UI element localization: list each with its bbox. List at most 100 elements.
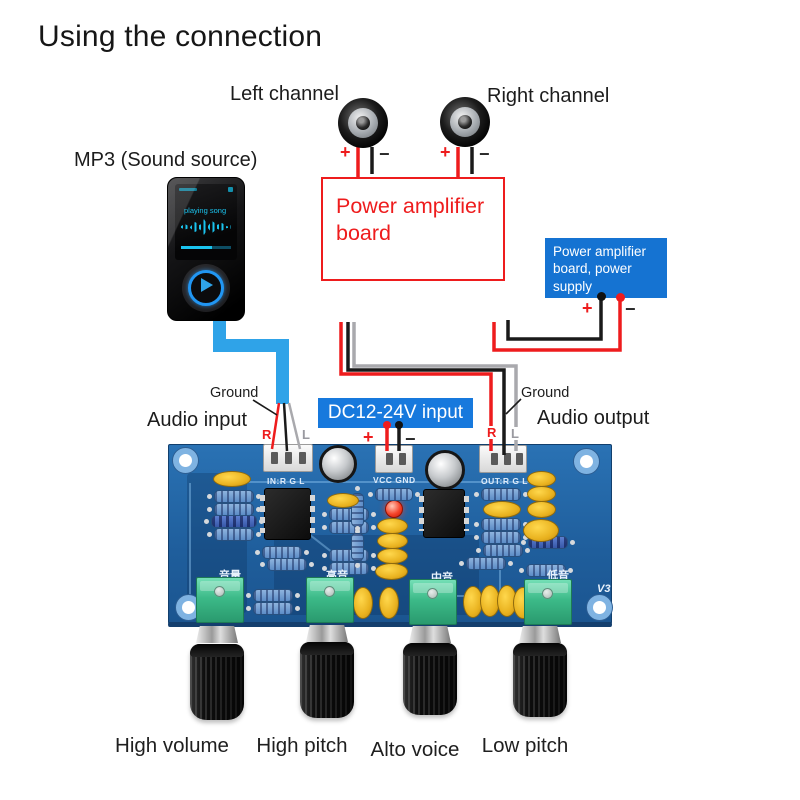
mounting-hole (173, 448, 198, 473)
audio-in-ground-wire (282, 402, 289, 452)
mounting-hole (574, 449, 599, 474)
mid-pot (409, 579, 457, 625)
power-supply-box: Power amplifier board, power supply (545, 238, 667, 298)
resistor (260, 558, 314, 571)
dc-minus-terminal (395, 421, 403, 429)
resistor (207, 528, 261, 541)
left-speaker-icon (338, 98, 388, 148)
film-capacitor (483, 501, 521, 518)
dc-plus-label: + (363, 427, 374, 447)
low-pitch-knob (513, 643, 567, 717)
audio-out-right-wire (339, 322, 493, 451)
pin-slot (299, 452, 306, 464)
pin-slot (399, 453, 406, 465)
right-speaker-minus-label: − (479, 144, 490, 164)
waveform-icon (181, 219, 231, 235)
film-capacitor (327, 493, 359, 508)
power-amplifier-board-box: Power amplifier board (321, 177, 505, 281)
psu-plus-terminal (597, 292, 606, 301)
resistor (351, 526, 364, 568)
psu-black-wire (506, 296, 603, 341)
resistor (476, 544, 530, 557)
film-capacitor (527, 501, 556, 518)
board-version: V3 (597, 583, 611, 595)
mp3-statusbar (179, 188, 197, 191)
pcb-trace (189, 483, 191, 605)
film-capacitor (379, 587, 399, 619)
resistor (322, 549, 376, 562)
pin-slot (504, 453, 511, 465)
electrolytic-capacitor (319, 445, 357, 483)
left-speaker-plus-label: + (340, 142, 351, 162)
bass-pot (524, 579, 572, 625)
dc-minus-label: − (405, 429, 416, 449)
knob-nut (519, 626, 561, 643)
knob-nut (306, 625, 348, 642)
resistor (322, 521, 376, 534)
psu-minus-terminal (616, 293, 625, 302)
mp3-screen: playing song (175, 184, 237, 260)
power-connector (375, 445, 413, 473)
alto-voice-knob (403, 643, 457, 715)
resistor (246, 589, 300, 602)
pin-slot (386, 453, 393, 465)
battery-icon (228, 187, 233, 192)
resistor (368, 488, 420, 501)
mp3-audio-cable (213, 312, 289, 404)
audio-out-left-wire (352, 322, 518, 451)
audio-in-right-wire (270, 402, 281, 450)
knob-nut (196, 626, 238, 643)
pin-slot (271, 452, 278, 464)
resistor (474, 531, 528, 544)
film-capacitor (213, 471, 251, 487)
psu-red-wire (492, 296, 622, 352)
page-title: Using the connection (38, 20, 323, 53)
output-r-label: R (486, 425, 498, 440)
right-channel-label: Right channel (487, 85, 610, 107)
mp3-caption: MP3 (Sound source) (74, 149, 258, 171)
pin-slot (491, 453, 498, 465)
right-speaker-icon (440, 97, 490, 147)
high-pitch-caption: High pitch (256, 734, 348, 757)
silk-in: IN:R G L (267, 476, 305, 486)
ground-label-left: Ground (210, 385, 259, 401)
left-channel-label: Left channel (230, 83, 339, 105)
resistor (519, 564, 573, 577)
mounting-hole (587, 595, 612, 620)
pin-slot (516, 453, 523, 465)
knob-nut (409, 626, 451, 643)
mp3-progress-bar (181, 246, 231, 249)
treble-pot (306, 577, 354, 623)
low-pitch-caption: Low pitch (481, 734, 569, 757)
play-icon (201, 278, 213, 292)
ground-pointer-right (505, 398, 522, 415)
resistor (207, 490, 261, 503)
resistor (322, 508, 376, 521)
silk-out: OUT:R G L (481, 476, 528, 486)
dc-plus-terminal (383, 421, 391, 429)
mp3-wheel (188, 270, 224, 306)
output-l-label: L (510, 426, 520, 441)
psu-minus-label: − (625, 299, 636, 319)
audio-in-left-wire (287, 402, 302, 450)
power-supply-label: Power amplifier board, power supply (553, 244, 647, 294)
input-r-label: R (261, 427, 273, 442)
opamp-ic (260, 488, 315, 540)
high-volume-caption: High volume (115, 734, 229, 757)
ground-label-right: Ground (521, 385, 570, 401)
pcb-trace (235, 481, 545, 483)
electrolytic-capacitor (425, 450, 465, 490)
tone-board-pcb: IN:R G L VCC GND OUT:R G L (168, 444, 612, 627)
resistor (246, 602, 300, 615)
audio-output-label: Audio output (537, 407, 650, 429)
alto-voice-caption: Alto voice (370, 738, 460, 761)
pin-slot (285, 452, 292, 464)
resistor (459, 557, 513, 570)
silk-vcc: VCC GND (373, 475, 416, 485)
left-speaker-minus-label: − (379, 144, 390, 164)
film-capacitor (523, 519, 559, 542)
right-speaker-plus-label: + (440, 142, 451, 162)
dc-input-label: DC12-24V input (327, 402, 464, 423)
